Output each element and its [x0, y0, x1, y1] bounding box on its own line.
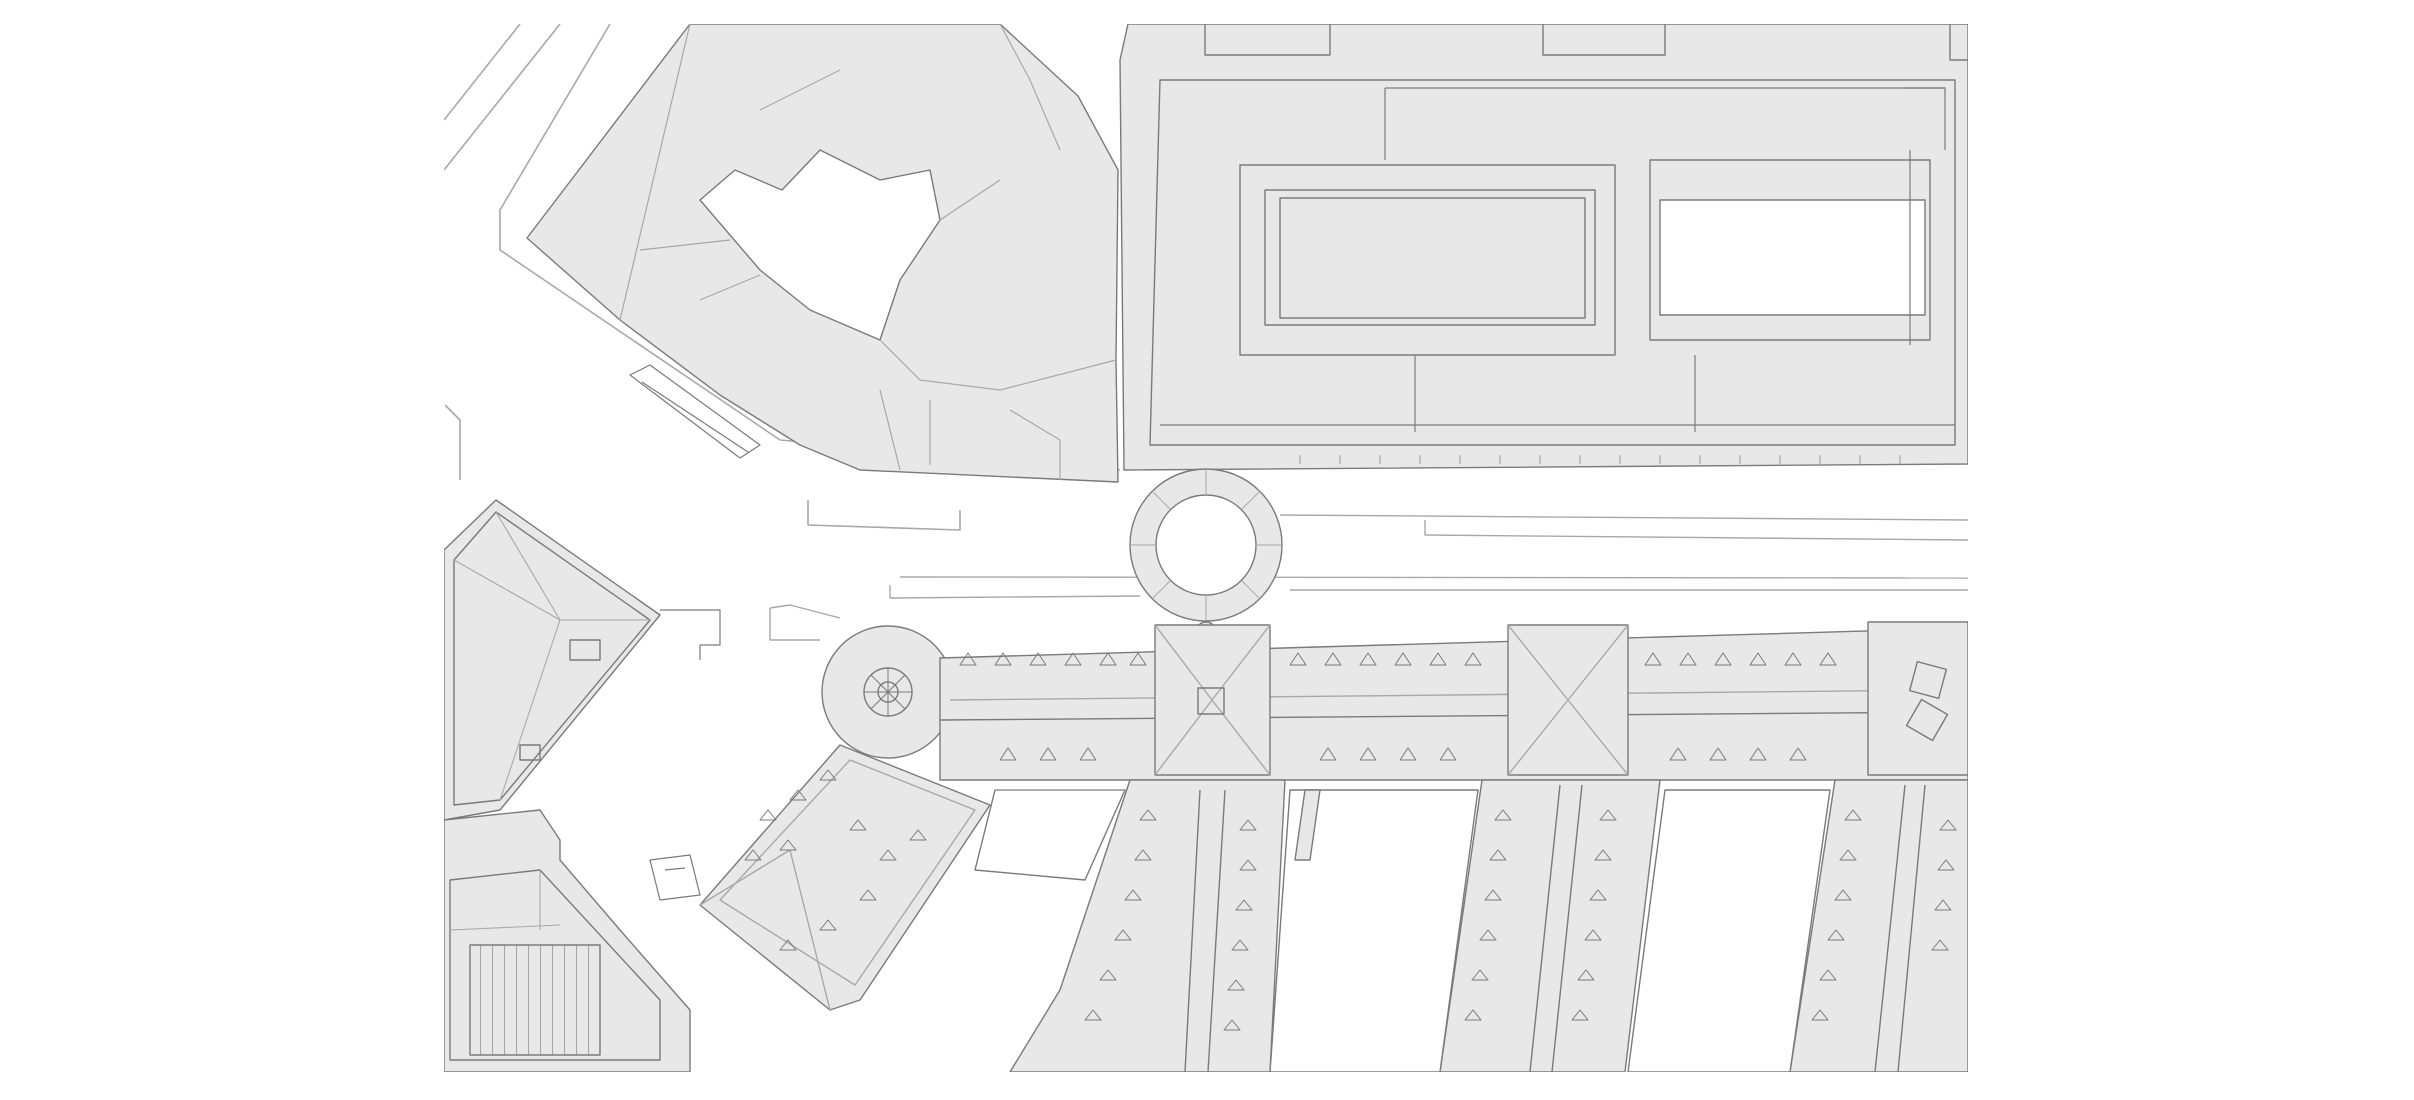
building-ne-block — [1119, 24, 1968, 471]
building-w-annex — [649, 609, 721, 901]
building-nw-annex — [629, 364, 761, 459]
building-nw-block — [526, 24, 1119, 483]
building-sw-block — [444, 809, 691, 1072]
round-pavilion — [1129, 468, 1283, 643]
building-complex-south — [699, 621, 1968, 1072]
building-w-block — [444, 499, 661, 821]
street-curbs-mid — [769, 514, 1968, 641]
